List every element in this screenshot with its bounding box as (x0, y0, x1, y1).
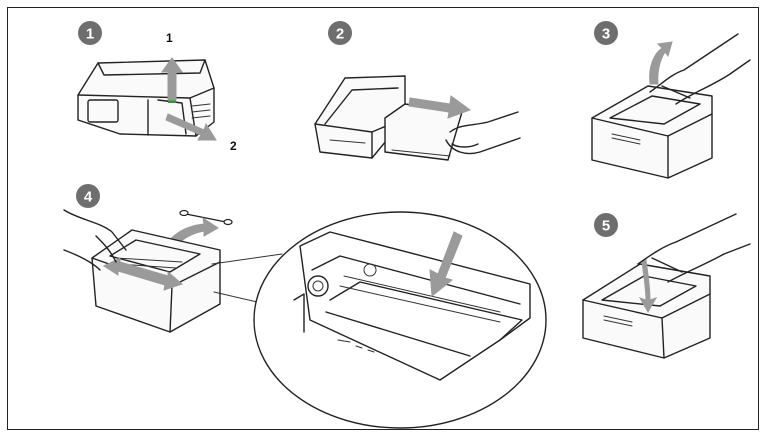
arrow-icon (408, 95, 472, 119)
arrow-label-up: 1 (166, 31, 173, 45)
printer-icon (582, 263, 711, 359)
step-4: 4 (63, 184, 547, 429)
arrow-label-right: 2 (230, 139, 237, 153)
step-number-2: 2 (336, 26, 344, 43)
paper-tray-icon (384, 103, 463, 161)
step-3: 3 (591, 21, 751, 179)
step-1: 1 1 2 (77, 21, 237, 153)
printer-icon (591, 85, 713, 179)
step-2: 2 (314, 21, 521, 161)
step-number-5: 5 (602, 218, 610, 235)
step-badge-2: 2 (328, 21, 352, 45)
cotton-swab-icon (179, 209, 233, 226)
zoom-detail (253, 211, 547, 429)
step-badge-4: 4 (76, 184, 100, 208)
hand-icon (649, 33, 751, 105)
arrow-icon (429, 231, 463, 297)
step-5: 5 (582, 213, 751, 359)
arrow-icon (649, 41, 673, 85)
step-number-3: 3 (602, 26, 610, 43)
arrow-icon (102, 257, 183, 291)
step-badge-3: 3 (594, 21, 618, 45)
hand-icon (637, 213, 751, 283)
step-number-4: 4 (84, 189, 93, 206)
printer-icon (77, 59, 215, 137)
step-badge-1: 1 (78, 21, 102, 45)
arrow-icon (161, 57, 217, 141)
arrow-icon (638, 259, 658, 314)
step-number-1: 1 (86, 26, 94, 43)
step-badge-5: 5 (594, 213, 618, 237)
hand-icon (445, 111, 521, 155)
hand-icon (63, 209, 127, 271)
